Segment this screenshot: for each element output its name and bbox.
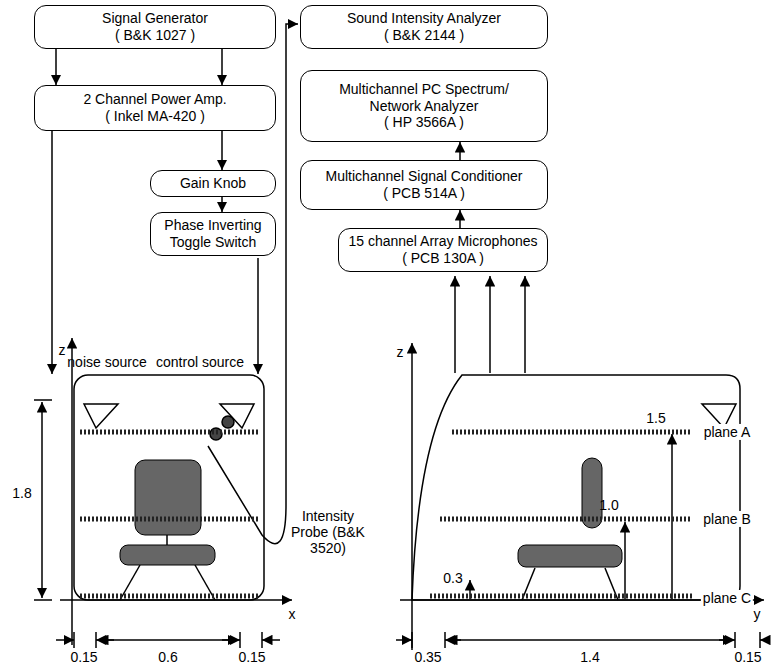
- box-title: Gain Knob: [180, 175, 246, 192]
- speaker-symbol: [220, 404, 254, 428]
- cabin-outline: [74, 375, 264, 600]
- height-label: 0.3: [443, 570, 462, 586]
- seat-cushion: [120, 545, 215, 565]
- signal-arrow: [55, 49, 57, 85]
- model-number: ( B&K 2144 ): [384, 27, 464, 44]
- plane-label: plane B: [701, 511, 752, 527]
- box-title: Signal Generator: [102, 10, 208, 27]
- dimension-label: 0.6: [158, 649, 177, 664]
- height-label: 1.5: [646, 410, 665, 426]
- box-title: Phase Inverting Toggle Switch: [157, 217, 269, 251]
- z-axis: [411, 343, 413, 650]
- instrument-box: 2 Channel Power Amp.( Inkel MA-420 ): [34, 85, 276, 131]
- instrument-box: Multichannel PC Spectrum/ Network Analyz…: [300, 70, 548, 142]
- plane-label: plane C: [701, 590, 753, 606]
- control-box: Gain Knob: [150, 170, 276, 197]
- dimension-label: 0.35: [414, 649, 441, 664]
- model-number: ( PCB 514A ): [383, 185, 465, 202]
- axis-label: z: [397, 344, 404, 360]
- dimension-line: [41, 402, 43, 598]
- model-number: ( PCB 130A ): [402, 250, 484, 267]
- signal-wire: [51, 131, 53, 374]
- instrument-box: Multichannel Signal Conditioner( PCB 514…: [300, 160, 548, 210]
- x-axis: [60, 599, 292, 601]
- control-box: Phase Inverting Toggle Switch: [150, 212, 276, 256]
- instrument-box: Sound Intensity Analyzer( B&K 2144 ): [300, 5, 548, 49]
- dimension-label: 0.15: [70, 649, 97, 664]
- seat-back: [135, 460, 201, 535]
- signal-arrow: [221, 197, 223, 212]
- box-title: 15 channel Array Microphones: [348, 233, 537, 250]
- dimension-label: 0.15: [238, 649, 265, 664]
- axis-label: y: [754, 606, 761, 622]
- model-number: ( B&K 1027 ): [115, 27, 195, 44]
- signal-arrow: [221, 49, 223, 85]
- model-number: ( HP 3566A ): [384, 114, 464, 131]
- plane-label: plane A: [702, 424, 753, 440]
- mic-cable: [454, 276, 456, 373]
- model-number: ( Inkel MA-420 ): [105, 108, 205, 125]
- box-title: Multichannel Signal Conditioner: [326, 168, 523, 185]
- cabin-outline: [412, 375, 740, 600]
- dimension-label: 1.4: [580, 649, 599, 664]
- box-title: Multichannel PC Spectrum/ Network Analyz…: [314, 81, 534, 115]
- box-title: 2 Channel Power Amp.: [83, 91, 226, 108]
- source-label: control source: [156, 354, 244, 370]
- signal-arrow: [459, 210, 461, 228]
- z-axis: [71, 338, 73, 645]
- dimension-label: 0.15: [734, 649, 761, 664]
- box-title: Sound Intensity Analyzer: [347, 10, 501, 27]
- signal-arrow: [221, 131, 223, 170]
- axis-label: x: [289, 606, 296, 622]
- height-label: 1.0: [599, 497, 618, 513]
- source-label: noise source: [67, 354, 146, 370]
- measurement-plane: [80, 432, 692, 596]
- dimension-label: 1.8: [12, 485, 31, 501]
- instrument-box: Signal Generator( B&K 1027 ): [34, 5, 276, 49]
- instrument-box: 15 channel Array Microphones( PCB 130A ): [338, 228, 548, 272]
- probe-label: Intensity Probe (B&K 3520): [290, 508, 366, 556]
- axis-label: z: [59, 342, 66, 358]
- speaker-symbol: [84, 404, 118, 428]
- signal-wire: [257, 258, 259, 374]
- seat-cushion: [518, 545, 622, 567]
- signal-arrow: [459, 142, 461, 160]
